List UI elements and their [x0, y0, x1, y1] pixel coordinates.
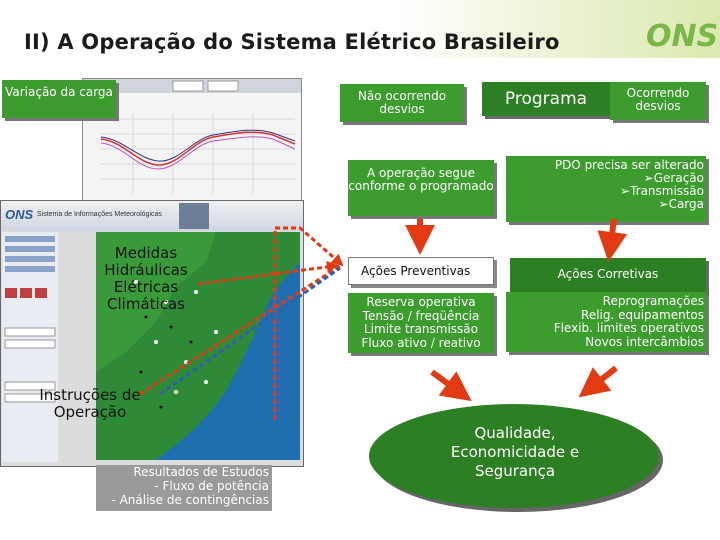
arrow-bullet-icon: ➢ — [620, 184, 631, 198]
app-title: Sistema de Informações Meteorológicas — [37, 211, 162, 218]
measures-label: Medidas Hidráulicas Elétricas Climáticas — [96, 245, 196, 313]
outcome-line-0: Qualidade, — [474, 424, 556, 442]
map-graphic — [96, 232, 300, 460]
deviation-box: Ocorrendo desvios — [610, 82, 706, 120]
ons-logo-icon: ONS — [646, 19, 718, 52]
study-results-box: Resultados de Estudos - Fluxo de potênci… — [96, 465, 272, 511]
corrective-item-1: Relig. equipamentos — [581, 307, 704, 322]
corrective-actions-box: Ações Corretivas — [510, 258, 706, 292]
follows-program-box: A operação segue conforme o programado — [348, 160, 494, 216]
outcome-line-2: Segurança — [474, 462, 556, 480]
app-sidebar — [2, 232, 58, 462]
study-results-line-0: Resultados de Estudos — [133, 465, 269, 479]
measures-line-2: Elétricas — [113, 278, 179, 296]
solid-red-arrows — [405, 218, 628, 402]
arrow-bullet-icon: ➢ — [643, 171, 654, 185]
measures-line-1: Hidráulicas — [104, 261, 188, 279]
corrective-item-3: Novos intercâmbios — [585, 334, 704, 349]
outcome-text: Qualidade, Economicidade e Segurança — [400, 424, 630, 481]
study-results-line-1: - Fluxo de potência — [154, 479, 269, 493]
program-box: Programa — [482, 82, 610, 116]
measures-line-0: Medidas — [114, 244, 178, 262]
page-title: II) A Operação do Sistema Elétrico Brasi… — [24, 30, 560, 54]
preventive-item-3: Fluxo ativo / reativo — [361, 335, 481, 350]
app-logo: ONS — [5, 207, 34, 222]
load-chart-screenshot — [82, 78, 302, 202]
measures-line-3: Climáticas — [107, 295, 185, 313]
app-banner-image — [179, 203, 209, 229]
app-header — [1, 201, 303, 231]
preventive-actions-box: Ações Preventivas — [348, 257, 494, 285]
dashed-red-arrows — [139, 226, 344, 420]
load-variation-box: Variação da carga — [2, 80, 116, 118]
corrective-item-2: Flexib. limites operativos — [553, 321, 704, 335]
pdo-change-title: PDO precisa ser alterado — [554, 158, 704, 172]
preventive-items-box: Reserva operativa Tensão / freqüência Li… — [348, 293, 494, 353]
preventive-item-1: Tensão / freqüência — [362, 308, 480, 323]
outcome-ellipse — [369, 404, 663, 512]
pdo-change-box: PDO precisa ser alterado ➢Geração ➢Trans… — [506, 156, 706, 222]
header-band — [0, 0, 720, 58]
brazil-map — [96, 232, 300, 460]
arrow-bullet-icon: ➢ — [658, 197, 669, 211]
load-chart-graphic — [83, 79, 301, 194]
ons-logo-text: ONS — [646, 19, 718, 52]
no-deviation-box: Não ocorrendo desvios — [340, 84, 464, 122]
preventive-item-0: Reserva operativa — [366, 295, 476, 309]
corrective-item-0: Reprogramações — [602, 294, 704, 308]
study-results-line-2: - Análise de contingências — [111, 493, 269, 507]
pdo-item-1: ➢Transmissão — [620, 184, 704, 198]
pdo-item-0: ➢Geração — [643, 171, 704, 185]
pdo-item-2: ➢Carga — [658, 197, 705, 211]
outcome-line-1: Economicidade e — [450, 443, 580, 461]
preventive-item-2: Limite transmissão — [363, 322, 479, 336]
instructions-label: Instruções de Operação — [39, 386, 141, 421]
corrective-items-box: Reprogramações Relig. equipamentos Flexi… — [506, 292, 706, 352]
